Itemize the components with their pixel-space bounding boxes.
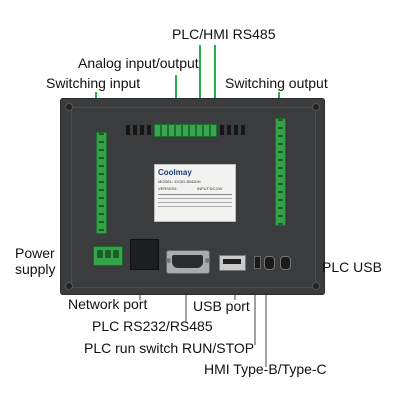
label-plc-run-switch: PLC run switch RUN/STOP: [84, 340, 255, 356]
plc-usb-port[interactable]: [280, 256, 291, 270]
label-usb-port: USB port: [193, 298, 250, 314]
label-plc-rs232-rs485: PLC RS232/RS485: [92, 318, 213, 334]
label-plc-hmi-rs485: PLC/HMI RS485: [172, 26, 276, 42]
brand-logo: Coolmay: [158, 168, 192, 177]
product-label: Coolmay MODEL: EX3G-80430H VERSION: INPU…: [154, 164, 236, 222]
hmi-type-c-port[interactable]: [264, 256, 275, 270]
label-analog-io: Analog input/output: [78, 55, 199, 71]
run-stop-switch[interactable]: [254, 256, 261, 269]
screw-hole-icon: [313, 283, 319, 289]
sticker-model: MODEL: EX3G-80430H: [158, 179, 201, 184]
label-network-port: Network port: [68, 296, 148, 312]
device-back-panel: Coolmay MODEL: EX3G-80430H VERSION: INPU…: [60, 98, 325, 295]
screw-hole-icon: [313, 104, 319, 110]
screw-hole-icon: [66, 283, 72, 289]
label-switching-output: Switching output: [225, 75, 328, 91]
screw-hole-icon: [66, 104, 72, 110]
plc-rs232-rs485-port[interactable]: [166, 250, 210, 274]
switching-input-terminal: [96, 132, 107, 234]
usb-port[interactable]: [219, 255, 246, 271]
label-switching-input: Switching input: [46, 75, 141, 91]
network-port[interactable]: [130, 239, 159, 270]
sticker-version: VERSION:: [158, 186, 178, 191]
label-power-supply-line1: Power: [15, 245, 55, 261]
label-plc-usb: PLC USB: [322, 259, 382, 275]
sticker-voltage: INPUT:DC24V: [197, 186, 223, 191]
label-power-supply-line2: supply: [15, 261, 56, 277]
label-hmi-type-b-c: HMI Type-B/Type-C: [204, 361, 327, 377]
panel-inner-frame: [71, 107, 316, 288]
power-supply-connector[interactable]: [93, 246, 123, 266]
switching-output-terminal: [275, 118, 286, 226]
